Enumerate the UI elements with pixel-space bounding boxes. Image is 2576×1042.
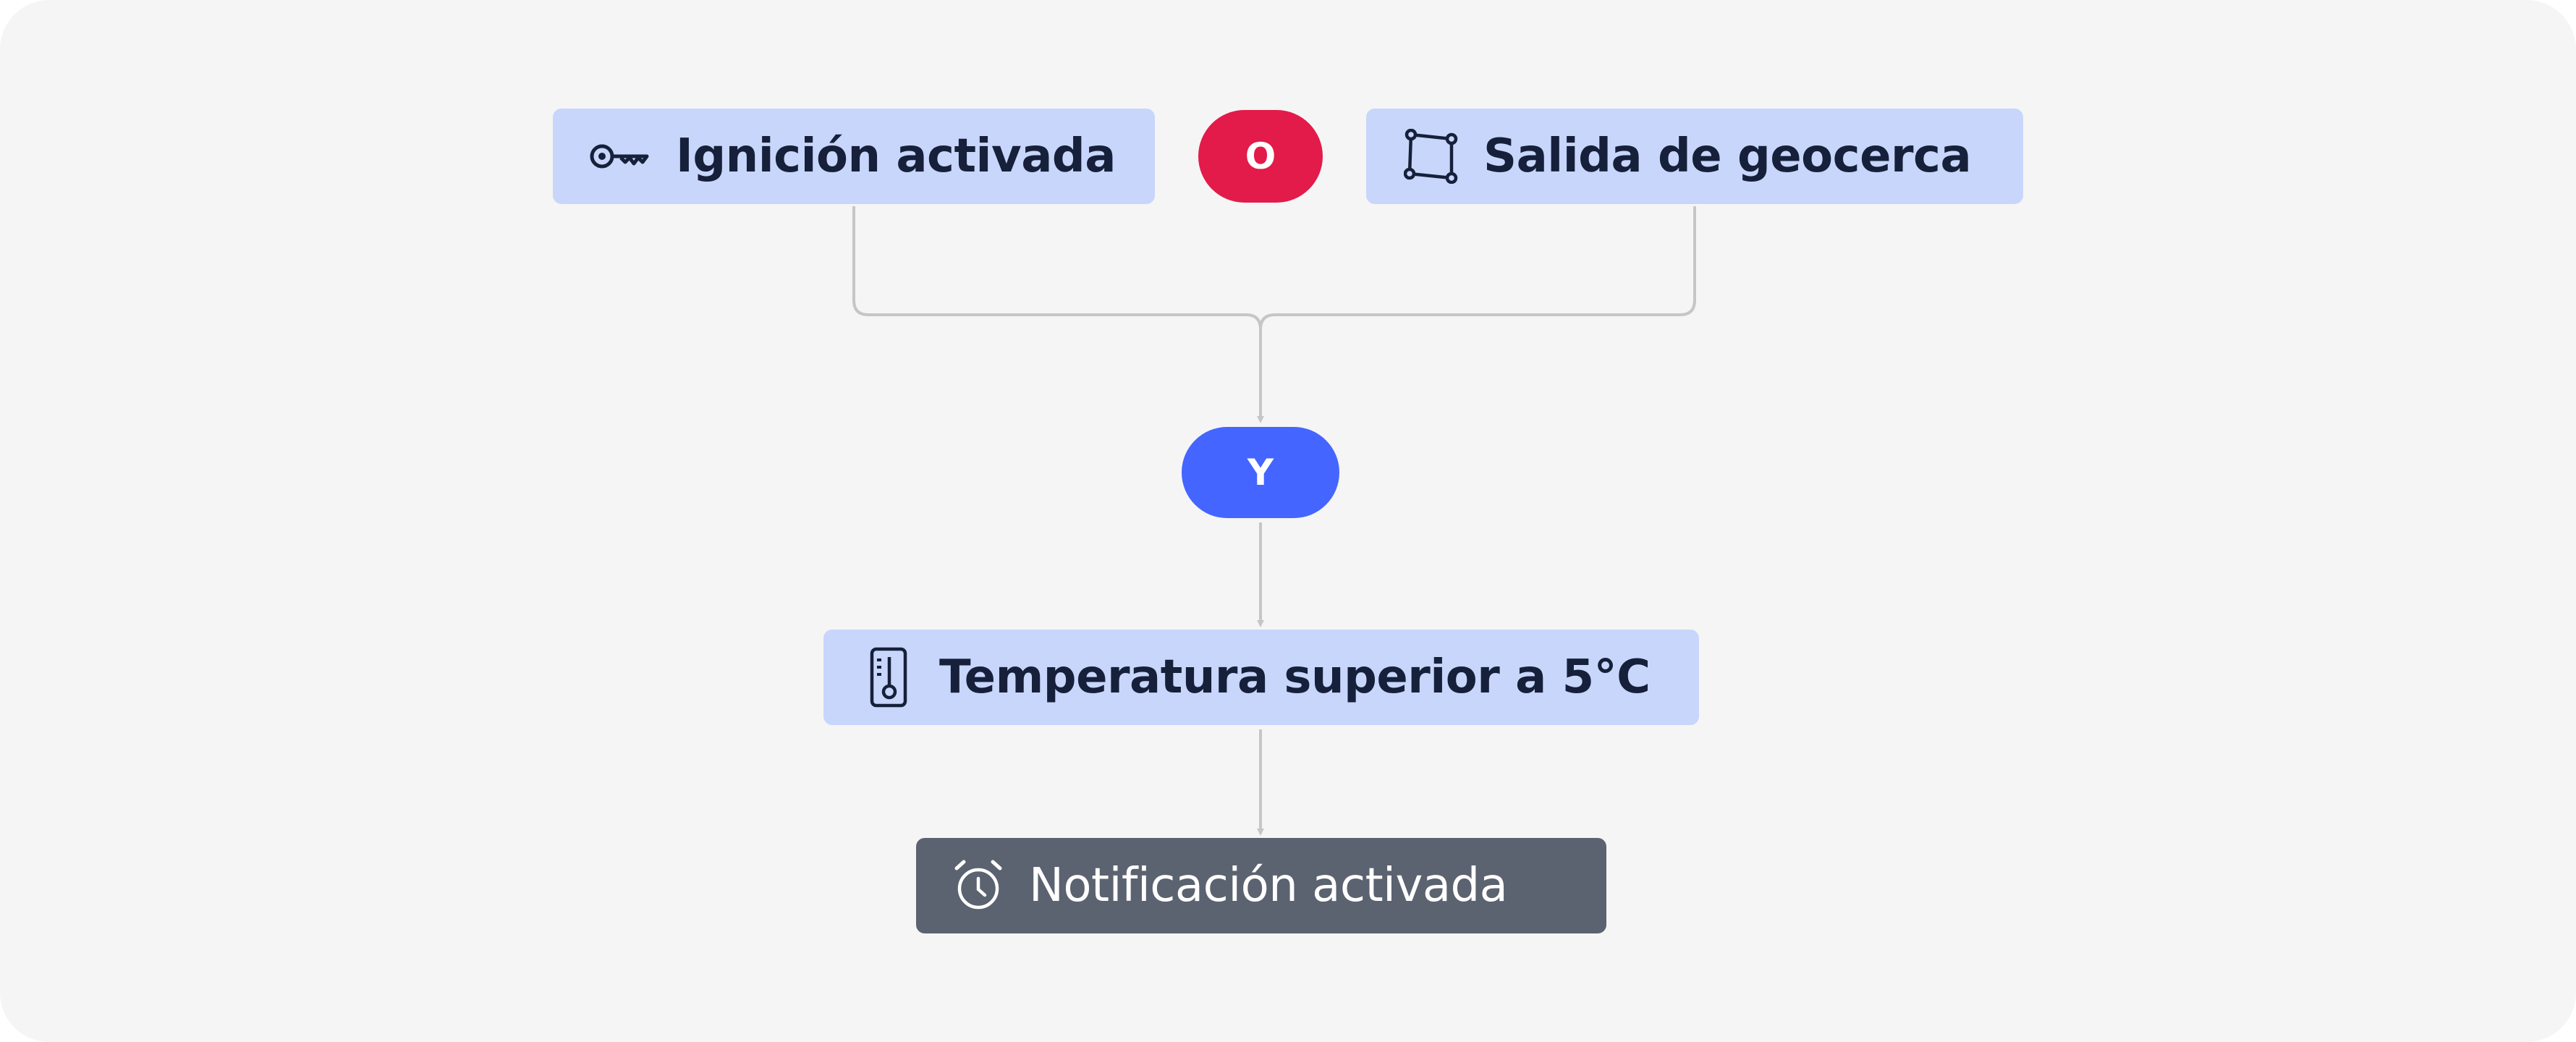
geofence-polygon-icon — [1404, 129, 1459, 184]
connector-ignition-to-merge — [852, 206, 1264, 423]
condition-temperature-label: Temperatura superior a 5°C — [939, 651, 1651, 704]
action-notification-label: Notificación activada — [1029, 859, 1508, 912]
action-notification[interactable]: Notificación activada — [916, 838, 1606, 933]
alarm-clock-icon — [952, 858, 1004, 913]
condition-geofence[interactable]: Salida de geocerca — [1366, 109, 2023, 204]
condition-geofence-label: Salida de geocerca — [1483, 130, 1972, 183]
condition-ignition[interactable]: Ignición activada — [553, 109, 1155, 204]
connector-geofence-to-merge — [1259, 206, 1696, 330]
and-operator-label: Y — [1247, 452, 1274, 494]
or-operator-label: O — [1245, 135, 1276, 177]
and-operator[interactable]: Y — [1182, 427, 1339, 518]
condition-ignition-label: Ignición activada — [676, 130, 1116, 183]
condition-temperature[interactable]: Temperatura superior a 5°C — [823, 630, 1699, 725]
or-operator[interactable]: O — [1198, 110, 1323, 203]
key-icon — [589, 136, 650, 177]
thermometer-icon — [870, 647, 907, 708]
